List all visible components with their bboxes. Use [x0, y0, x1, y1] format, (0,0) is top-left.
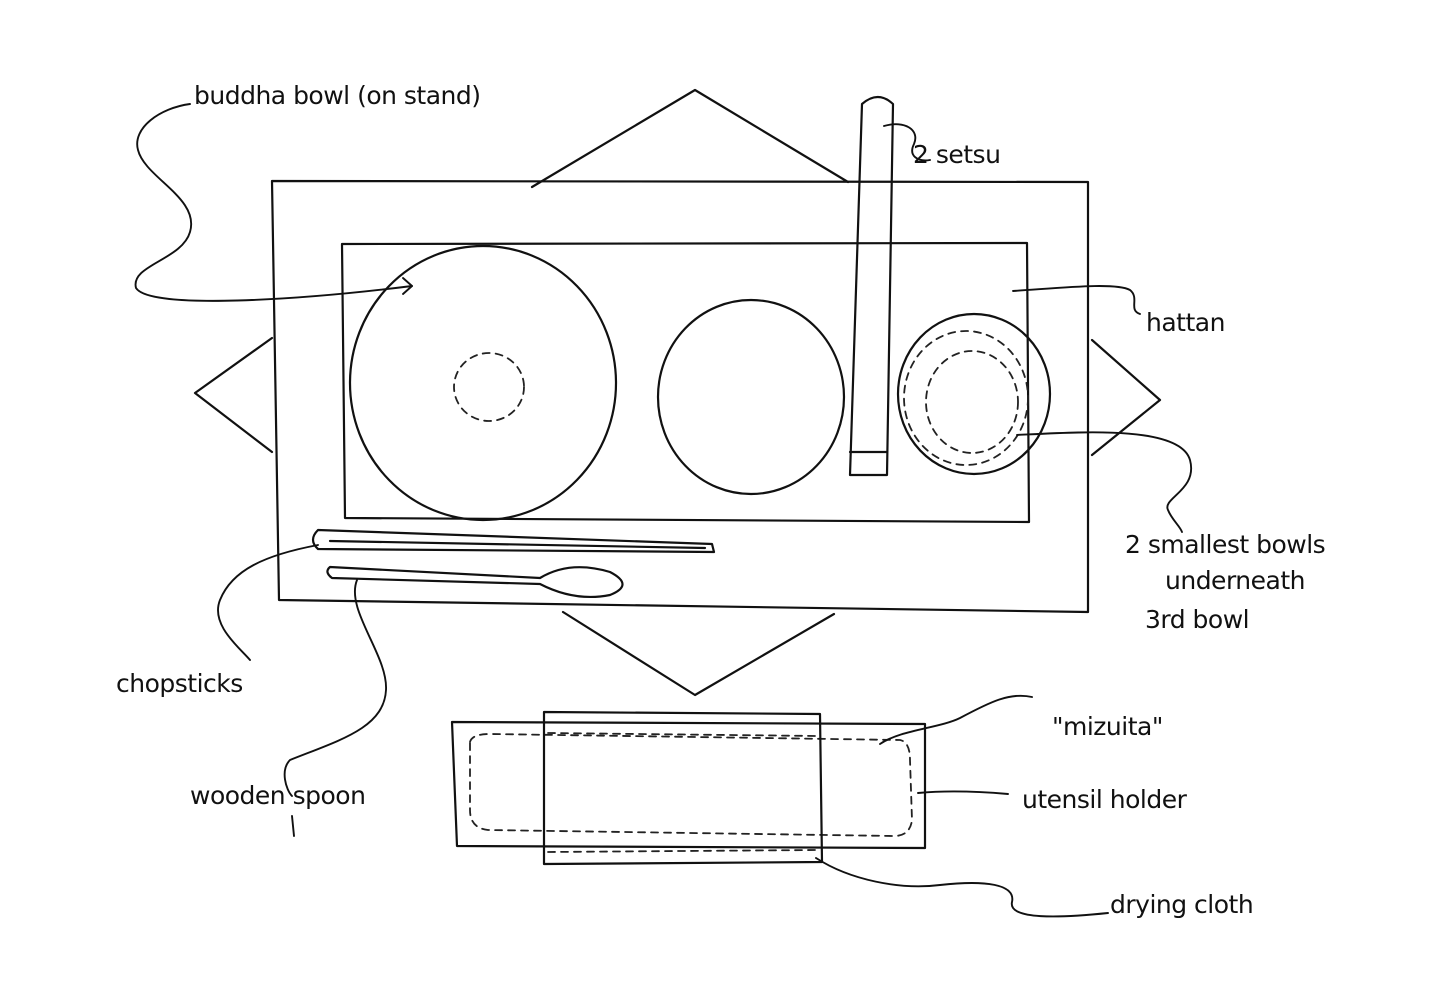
leader-mizuita	[879, 694, 1033, 745]
label-chopsticks: chopsticks	[116, 669, 243, 698]
utensil-holder-group	[450, 710, 927, 866]
chopsticks	[311, 528, 716, 554]
buddha-bowl-rim	[348, 244, 618, 522]
leader-wooden-spoon	[283, 579, 387, 797]
label-hattan: hattan	[1146, 308, 1225, 337]
leader-drying-cloth	[815, 857, 1109, 918]
hattan-cloth	[340, 241, 1031, 524]
label-smallest-bowls-line3: 3rd bowl	[1145, 605, 1249, 634]
buddha-bowl-stand	[453, 352, 525, 422]
label-mizuita: "mizuita"	[1052, 712, 1163, 741]
setsu	[848, 95, 895, 477]
buddha-bowl	[348, 244, 618, 522]
leader-chopsticks	[217, 544, 319, 661]
cloth-corner-top	[530, 88, 850, 189]
outer-mat	[270, 179, 1090, 614]
leader-wooden-spoon-tail	[291, 815, 295, 837]
leader-lines	[134, 103, 1193, 918]
cloth-corner-right	[1090, 338, 1162, 457]
leader-smallest-bowls	[1016, 431, 1193, 533]
label-setsu: 2 setsu	[913, 140, 1000, 169]
smallest-bowl-1	[903, 330, 1029, 466]
label-buddha-bowl: buddha bowl (on stand)	[194, 81, 481, 110]
leader-buddha-bowl	[134, 103, 413, 302]
leader-hattan	[1012, 285, 1141, 315]
label-utensil-holder: utensil holder	[1022, 785, 1188, 814]
cloth-corner-left	[193, 336, 274, 454]
wrapping-cloth-corners	[193, 88, 1162, 697]
wooden-spoon	[326, 565, 624, 598]
chopsticks-outline	[311, 528, 716, 554]
drying-cloth-fold-bottom	[547, 849, 819, 853]
label-smallest-bowls-line1: 2 smallest bowls	[1125, 530, 1325, 559]
leader-utensil-holder	[917, 790, 1009, 795]
labels: buddha bowl (on stand) 2 setsu hattan 2 …	[116, 81, 1326, 919]
mizuita	[469, 733, 913, 837]
third-bowl-rim	[896, 312, 1052, 476]
chopsticks-split	[328, 539, 707, 550]
cloth-corner-bottom	[561, 610, 836, 697]
drying-cloth-fold-top	[547, 732, 819, 737]
label-drying-cloth: drying cloth	[1110, 890, 1253, 919]
leader-buddha-bowl-arrow	[402, 277, 413, 295]
third-bowl	[896, 312, 1052, 476]
utensil-holder	[450, 720, 927, 850]
smallest-bowl-2	[925, 350, 1019, 454]
label-wooden-spoon: wooden spoon	[190, 781, 365, 810]
second-bowl	[656, 298, 846, 496]
label-smallest-bowls-line2: underneath	[1165, 566, 1305, 595]
leader-setsu	[883, 123, 931, 162]
